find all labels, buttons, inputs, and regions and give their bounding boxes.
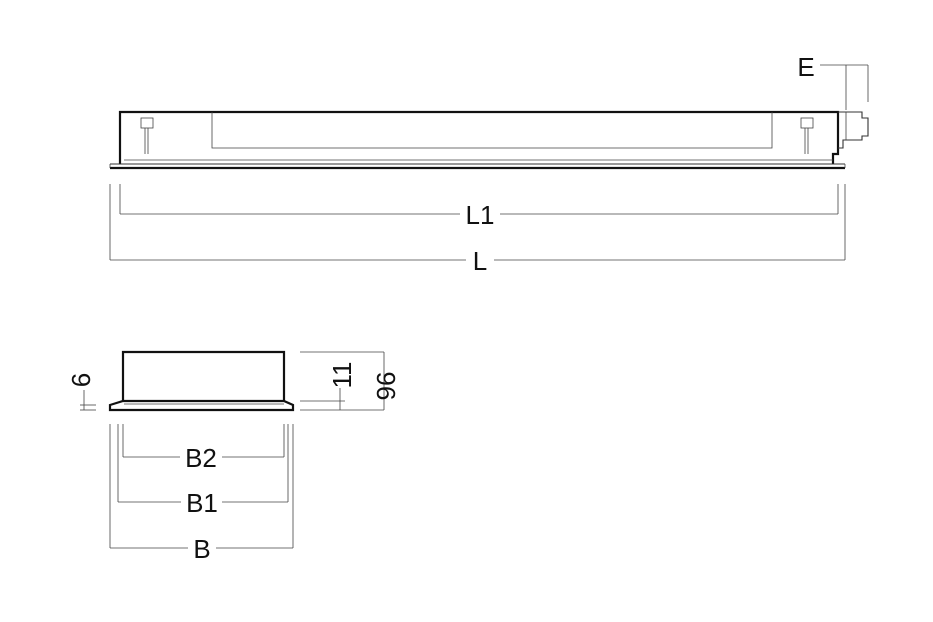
side-reflector: [211, 112, 773, 149]
side-view: E L1 L: [109, 52, 869, 276]
section-flange: [108, 399, 295, 412]
label-b1: B1: [186, 488, 218, 518]
side-left-clip: [140, 117, 154, 129]
label-b: B: [193, 534, 210, 564]
section-housing-outline: [121, 350, 286, 401]
label-11: 11: [327, 362, 357, 389]
label-6: 6: [66, 373, 96, 387]
section-view: 6 11 96 B2 B1 B: [66, 350, 401, 564]
label-e: E: [797, 52, 814, 82]
label-96: 96: [371, 372, 401, 401]
label-b2: B2: [185, 443, 217, 473]
side-housing-outline: [118, 110, 840, 164]
label-l1: L1: [466, 200, 495, 230]
label-l: L: [473, 246, 487, 276]
side-right-clip: [800, 117, 814, 129]
side-end-connector: [838, 111, 869, 149]
